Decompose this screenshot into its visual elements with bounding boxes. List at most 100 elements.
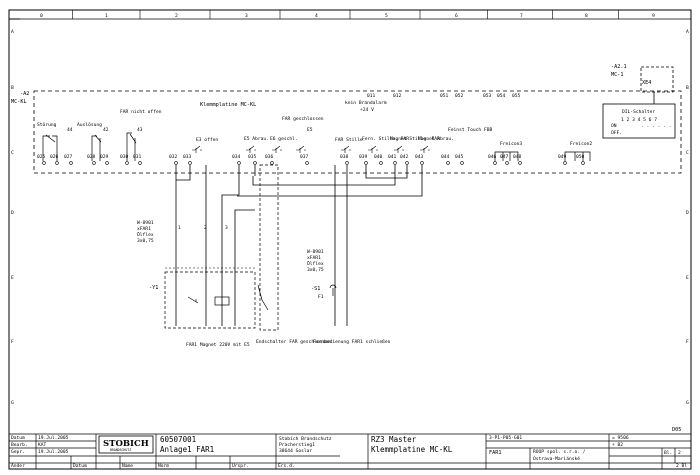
terminal-number: 049 xyxy=(558,154,567,160)
terminal-number: 027 xyxy=(64,154,73,160)
tb-ref: = 9506 xyxy=(612,435,629,441)
row-index: G xyxy=(686,400,689,406)
group-label-feinst-touch: Feinst Touch FBB xyxy=(448,127,492,133)
group-label-far-nicht-offen: FAR nicht offen xyxy=(120,109,162,115)
feed-terminal-1: 011 xyxy=(367,93,376,99)
row-index: B xyxy=(686,85,689,91)
row-index: D xyxy=(11,210,14,216)
terminal-number: 043 xyxy=(415,154,424,160)
terminal-point xyxy=(188,161,192,165)
terminal-number: 035 xyxy=(248,154,257,160)
dil-switch-box xyxy=(602,103,676,139)
terminal-number: 032 xyxy=(169,154,178,160)
cable1-label: Ölflex xyxy=(137,231,154,238)
contact-symbol xyxy=(341,145,351,153)
group-label-e6: E6 geschl. xyxy=(270,136,298,142)
column-index: 7 xyxy=(520,13,523,19)
terminal-point xyxy=(345,161,349,165)
device-y1-box xyxy=(164,271,256,329)
contact-symbol xyxy=(272,145,282,153)
group-label-ausloesung: Auslösung xyxy=(77,122,102,128)
terminal-number: 031 xyxy=(133,154,142,160)
tb-sheet-no: 2 xyxy=(678,450,681,456)
group-label-freicon3: Freicon3 xyxy=(500,141,522,147)
tb-bottom: Name xyxy=(122,463,133,469)
terminal-point xyxy=(69,161,73,165)
column-index: 8 xyxy=(585,13,588,19)
column-index: 2 xyxy=(175,13,178,19)
contact-label: 42 xyxy=(103,127,109,133)
terminal-point xyxy=(270,161,274,165)
tb-gepr-value: 19.Jul.2005 xyxy=(38,449,69,455)
row-index: C xyxy=(11,150,14,156)
title-block xyxy=(9,433,691,469)
contact-label: 43 xyxy=(137,127,143,133)
company-logo xyxy=(98,435,154,454)
tb-date-label: Datum xyxy=(11,435,25,441)
tb-gepr-label: Gepr. xyxy=(11,449,25,455)
terminal-number: 048 xyxy=(513,154,522,160)
top-terminal: 055 xyxy=(512,93,521,99)
tb-bottom: Änder xyxy=(11,462,25,469)
row-index: A xyxy=(11,29,14,35)
terminal-point xyxy=(105,161,109,165)
contact-label: 44 xyxy=(67,127,73,133)
cable2-label: W-8901 xyxy=(307,249,324,255)
module-subtag: MC-1 xyxy=(611,72,624,78)
terminal-point xyxy=(493,161,497,165)
tb-code: 3-P1-P05-G01 xyxy=(489,435,522,441)
tb-company: Stobich Brandschutz xyxy=(279,436,332,442)
tb-company: Pracherstieg1 xyxy=(279,442,315,448)
column-index: 0 xyxy=(40,13,43,19)
tb-project: 60507001 xyxy=(160,435,196,444)
terminal-point xyxy=(420,161,424,165)
device-s1-caption: Fernbedienung FAR1 schließen xyxy=(313,339,391,345)
logo-text: STOBICH xyxy=(103,439,149,449)
group-label-freicon2: Freicon2 xyxy=(570,141,592,147)
contact-symbol xyxy=(368,145,378,153)
column-index: 4 xyxy=(315,13,318,19)
terminal-point xyxy=(237,161,241,165)
logo-subtext: BRANDSCHUTZ xyxy=(110,448,131,452)
column-index: 6 xyxy=(455,13,458,19)
row-index: F xyxy=(686,339,689,345)
terminal-point xyxy=(125,161,129,165)
group-label-far-stille: FAR Stille. xyxy=(335,137,365,143)
board-subtag: MC-KL xyxy=(11,99,27,105)
top-terminal: 052 xyxy=(455,93,464,99)
group-label-magnet-abrau: Magnet Abrau. xyxy=(418,136,454,142)
board-box xyxy=(33,90,682,174)
terminal-point xyxy=(138,161,142,165)
row-index: E xyxy=(686,275,689,281)
column-index: 9 xyxy=(652,13,655,19)
tb-bottom: Norm xyxy=(158,463,169,469)
column-index: 3 xyxy=(245,13,248,19)
feed-label-1: kein Brandalarm xyxy=(345,100,387,106)
terminal-point xyxy=(364,161,368,165)
contact-symbol xyxy=(246,145,256,153)
terminal-number: 030 xyxy=(120,154,129,160)
group-label-magnet-stille: Magnet Stille. FAR xyxy=(390,136,440,142)
cable2-label: xFAR1 xyxy=(307,255,321,261)
cable2-label: Ölflex xyxy=(307,260,324,267)
tb-date-value: 19.Jul.2005 xyxy=(38,435,69,441)
terminal-number: 039 xyxy=(359,154,368,160)
group-label-far-geschlossen: FAR geschlossen xyxy=(282,116,324,122)
terminal-point xyxy=(174,161,178,165)
column-index: 1 xyxy=(105,13,108,19)
dil-off: OFF. xyxy=(611,130,622,136)
tb-ref: + B2 xyxy=(612,442,623,448)
terminal-point xyxy=(460,161,464,165)
svg-text:. . . . . .: . . . . . . xyxy=(641,124,671,129)
tb-bearb-label: Bearb. xyxy=(11,442,28,448)
top-terminal: 053 xyxy=(483,93,492,99)
cable1-core: 3 xyxy=(225,225,228,231)
terminal-point xyxy=(253,161,257,165)
feed-label-2: +24 V xyxy=(360,107,374,113)
terminal-number: 041 xyxy=(388,154,397,160)
device-y1-tag: -Y1 xyxy=(149,285,158,291)
group-label-e3: E3 offen xyxy=(196,137,218,143)
dil-title: DIL-Schalter xyxy=(622,109,655,115)
row-index: C xyxy=(686,150,689,156)
